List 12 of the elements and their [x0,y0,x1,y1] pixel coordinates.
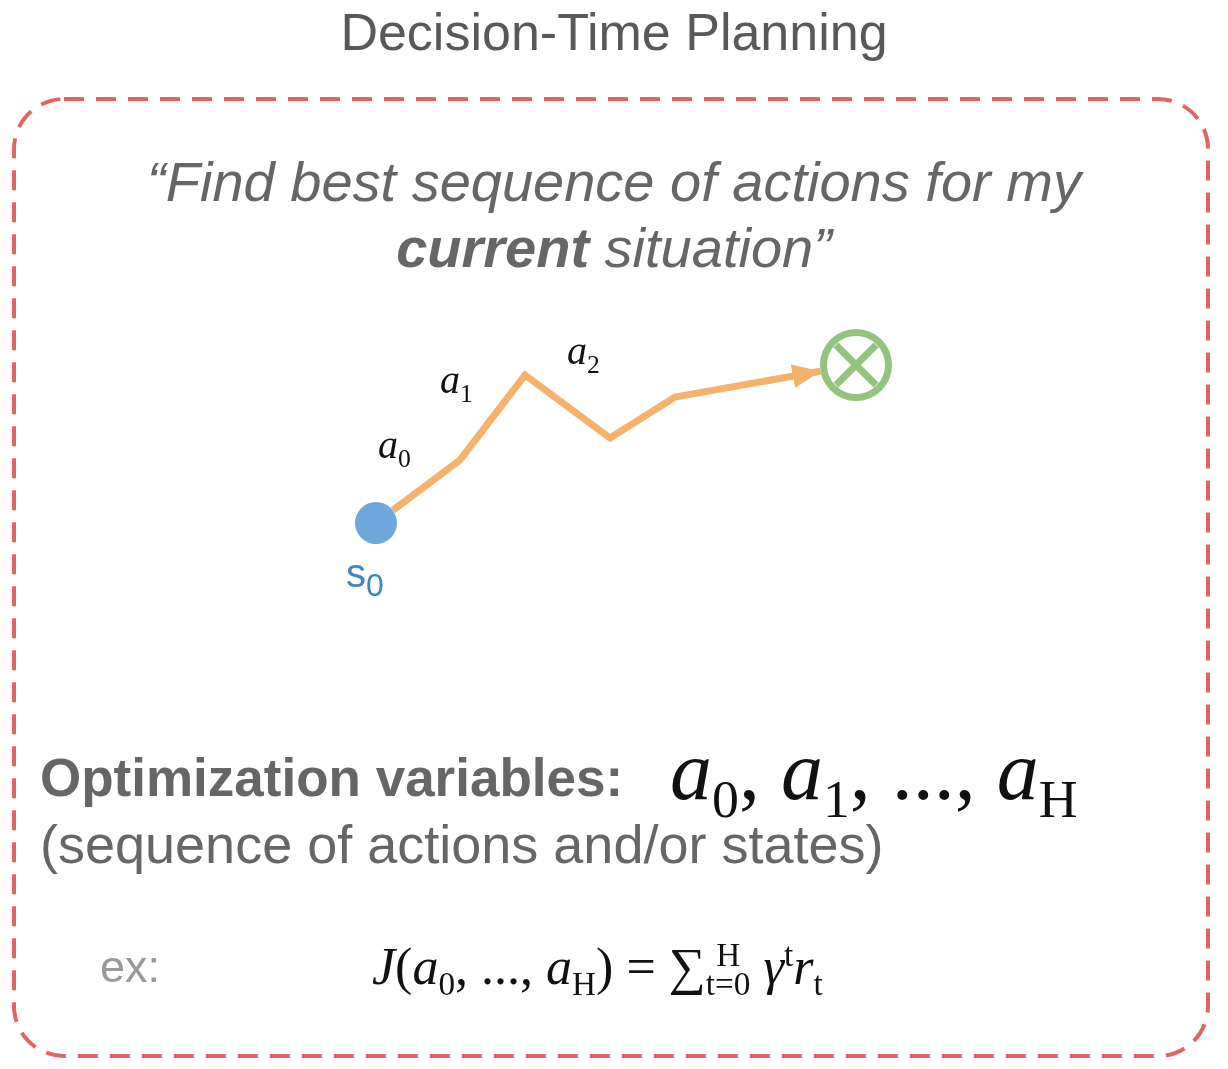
formula: J(a$_{0}$, ..., a$_{H}$) = ∑$_{t=0}$$^{H}$ γ$^{t}$r$_{t}$ [372,934,823,1003]
heading-text: Optimization variables: [40,747,624,809]
crossed-circle [820,329,892,401]
example-label: ex: [100,940,161,994]
arrow [390,364,822,514]
quote-text: “Find best sequence of actions for my current situation” [114,149,1114,281]
action-label: a$_{1}$ [440,356,473,409]
dashed-frame [12,97,1210,1058]
action-label: a$_{0}$ [378,421,411,474]
page-title: Decision-Time Planning [340,2,888,62]
state-label: s$_{0}$ [346,550,384,597]
action-label: a$_{2}$ [567,327,600,380]
